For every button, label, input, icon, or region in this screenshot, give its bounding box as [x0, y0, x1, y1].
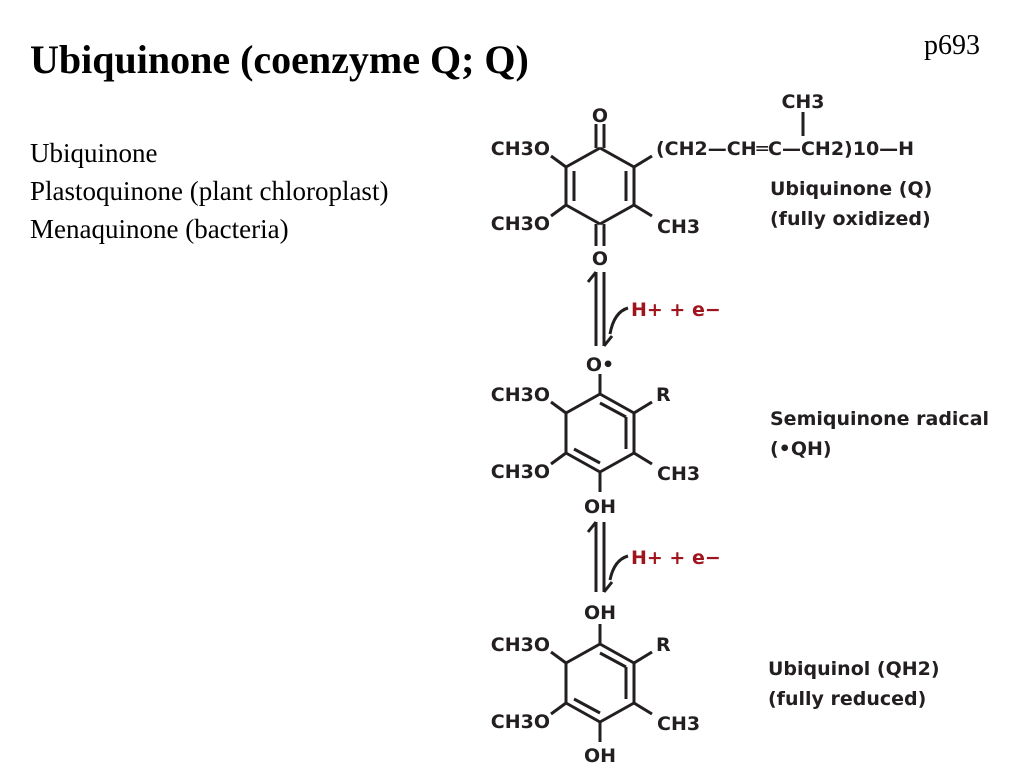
semiquinone-structure: O• OH CH3O CH3O R CH3 Semiquinone radica… [491, 354, 989, 518]
bullet-item-menaquinone: Menaquinone (bacteria) [30, 214, 289, 244]
bullet-list: Ubiquinone Plastoquinone (plant chloropl… [30, 134, 478, 248]
methoxy-group-bottom: CH3O [491, 461, 550, 483]
chain-branch-methyl: CH3 [781, 91, 824, 113]
ubiquinone-state-caption: (fully oxidized) [770, 208, 931, 230]
methoxy-group-bottom: CH3O [491, 711, 550, 733]
page-reference: p693 [924, 30, 980, 61]
methoxy-group-top: CH3O [491, 138, 550, 160]
bullet-item-ubiquinone: Ubiquinone [30, 138, 158, 168]
semiquinone-symbol-caption: (•QH) [770, 438, 832, 460]
ubiquinol-state-caption: (fully reduced) [768, 688, 926, 710]
isoprenoid-chain: (CH2—CH═C—CH2)10—H [656, 138, 914, 160]
ubiquinol-structure: OH OH CH3O CH3O R CH3 Ubiquinol (QH2) (f… [491, 602, 940, 767]
slide-title: Ubiquinone (coenzyme Q; Q) [30, 37, 529, 82]
proton-electron-label-2: H+ + e− [631, 547, 721, 569]
radical-oxygen: O• [586, 354, 614, 376]
ubiquinol-caption: Ubiquinol (QH2) [768, 658, 940, 680]
methyl-group: CH3 [657, 216, 700, 238]
hydroxyl-group-top: OH [584, 602, 616, 624]
reduction-step-2: H+ + e− [586, 521, 721, 593]
ubiquinone-caption: Ubiquinone (Q) [770, 178, 932, 200]
methoxy-group-top: CH3O [491, 384, 550, 406]
carbonyl-oxygen-top: O [592, 105, 608, 127]
hydroxyl-group-bottom: OH [584, 496, 616, 518]
methyl-group: CH3 [657, 463, 700, 485]
r-group: R [656, 384, 671, 406]
hydroxyl-group-bottom: OH [584, 745, 616, 767]
bullet-item-plastoquinone: Plastoquinone (plant chloroplast) [30, 176, 389, 206]
semiquinone-caption: Semiquinone radical [770, 408, 989, 430]
methoxy-group-top: CH3O [491, 634, 550, 656]
methoxy-group-bottom: CH3O [491, 213, 550, 235]
ubiquinone-structure: O O CH3O CH3O CH3 (CH2—CH═C—CH2)10—H CH3… [491, 91, 933, 270]
carbonyl-oxygen-bottom: O [592, 248, 608, 270]
r-group: R [656, 634, 671, 656]
reduction-step-1: H+ + e− [586, 271, 721, 347]
methyl-group: CH3 [657, 713, 700, 735]
proton-electron-label-1: H+ + e− [631, 299, 721, 321]
